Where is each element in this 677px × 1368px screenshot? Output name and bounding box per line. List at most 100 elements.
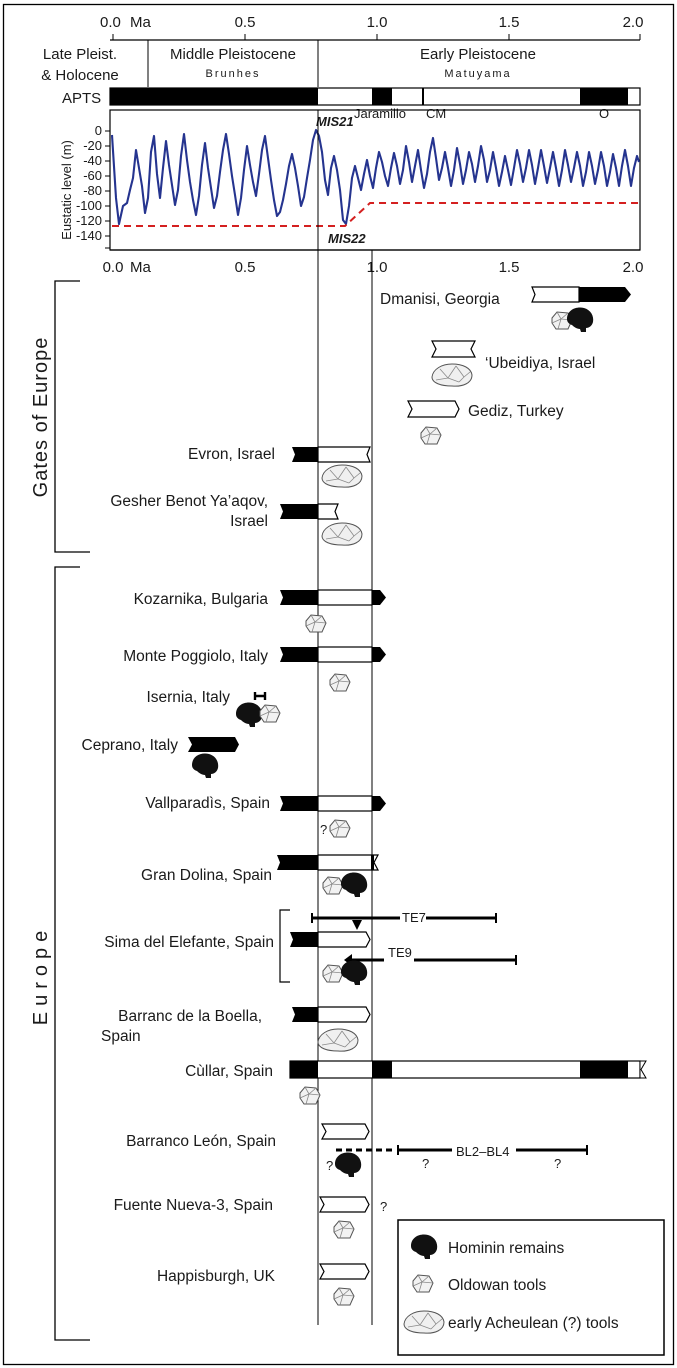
- oldowan-tool-icon: [420, 426, 442, 445]
- oldowan-tool-icon: [259, 704, 281, 723]
- site-monte-poggiolo: Monte Poggiolo, Italy: [123, 646, 386, 692]
- epoch-late-line1: Late Pleist.: [43, 46, 117, 63]
- chron-brunhes: Brunhes: [206, 68, 261, 80]
- hominin-skull-icon: [341, 872, 368, 897]
- acheulean-tool-icon: [431, 363, 473, 387]
- acheulean-tool-icon: [317, 1028, 359, 1052]
- site-sima-del-elefante: Sima del Elefante, Spain TE7 TE9: [104, 909, 517, 985]
- epoch-early: Early Pleistocene: [420, 46, 536, 63]
- eustatic-yticks: 0 -20 -40 -60 -80 -100 -120 -140: [76, 123, 110, 249]
- site-isernia: Isernia, Italy: [146, 689, 281, 727]
- epoch-middle: Middle Pleistocene: [170, 46, 296, 63]
- site-label: Gran Dolina, Spain: [141, 867, 272, 884]
- question-mark: ?: [554, 1156, 561, 1171]
- site-ceprano: Ceprano, Italy: [82, 737, 239, 778]
- top-tick-3: 1.5: [499, 14, 520, 31]
- site-label: Fuente Nueva-3, Spain: [114, 1197, 273, 1214]
- site-label: Happisburgh, UK: [157, 1268, 276, 1285]
- question-mark: ?: [320, 822, 327, 837]
- legend-acheulean: early Acheulean (?) tools: [448, 1315, 619, 1332]
- site-vallparadis: Vallparadìs, Spain ?: [145, 795, 386, 838]
- region-europe: Europe: [30, 925, 52, 1026]
- bottom-tick-4: 2.0: [623, 259, 644, 276]
- site-cullar: Cùllar, Spain: [185, 1060, 647, 1105]
- site-gran-dolina: Gran Dolina, Spain: [141, 854, 379, 897]
- hominin-skull-icon: [341, 960, 368, 985]
- top-tick-4: 2.0: [623, 14, 644, 31]
- site-gediz: Gediz, Turkey: [407, 400, 564, 445]
- bottom-tick-0: 0.0: [103, 259, 124, 276]
- site-label: Gediz, Turkey: [468, 403, 564, 420]
- oldowan-tool-icon: [333, 1287, 355, 1306]
- legend-hominin: Hominin remains: [448, 1240, 565, 1257]
- site-label: Isernia, Italy: [146, 689, 230, 706]
- acheulean-tool-icon: [321, 464, 363, 488]
- apts-label: APTS: [62, 90, 101, 107]
- question-mark: ?: [422, 1156, 429, 1171]
- gates-of-europe-bracket: Gates of Europe: [30, 280, 90, 553]
- top-tick-0: 0.0: [100, 14, 121, 31]
- site-ubeidiya: ‘Ubeidiya, Israel: [431, 340, 595, 387]
- site-label: Ceprano, Italy: [82, 737, 179, 754]
- site-label: ‘Ubeidiya, Israel: [485, 355, 595, 372]
- oldowan-tool-icon: [299, 1086, 321, 1105]
- site-barranc-de-la-boella: Barranc de la Boella, Spain: [101, 1006, 371, 1052]
- site-happisburgh: Happisburgh, UK: [157, 1263, 370, 1306]
- ytick-60: -60: [83, 168, 102, 183]
- acheulean-tool-icon: [321, 522, 363, 546]
- site-label: Kozarnika, Bulgaria: [134, 591, 269, 608]
- site-fuente-nueva-3: Fuente Nueva-3, Spain ?: [114, 1196, 387, 1239]
- site-evron: Evron, Israel: [188, 446, 371, 488]
- question-mark: ?: [380, 1199, 387, 1214]
- oldowan-tool-icon: [305, 614, 327, 633]
- epoch-header: Late Pleist. & Holocene Middle Pleistoce…: [41, 40, 536, 87]
- site-label-line2: Israel: [230, 513, 268, 530]
- bottom-tick-1: 0.5: [235, 259, 256, 276]
- range-label-te9: TE9: [388, 945, 412, 960]
- eustatic-curve: [110, 128, 640, 226]
- europe-bracket: Europe: [30, 566, 90, 1341]
- subchron-o: O: [599, 106, 609, 121]
- range-label-te7: TE7: [402, 910, 426, 925]
- top-tick-1: 0.5: [235, 14, 256, 31]
- site-label: Cùllar, Spain: [185, 1063, 273, 1080]
- hominin-skull-icon: [567, 307, 594, 332]
- site-dmanisi: Dmanisi, Georgia: [380, 286, 631, 332]
- site-label-line1: Gesher Benot Ya’aqov,: [110, 493, 268, 510]
- site-label-line2: Spain: [101, 1028, 141, 1045]
- site-label: Sima del Elefante, Spain: [104, 934, 274, 951]
- eustatic-threshold-dashed: [112, 202, 640, 227]
- site-label: Barranco León, Spain: [126, 1133, 276, 1150]
- legend-oldowan: Oldowan tools: [448, 1277, 546, 1294]
- bottom-axis-unit: Ma: [130, 259, 151, 276]
- acheulean-tool-icon: [403, 1310, 445, 1334]
- ytick-20: -20: [83, 138, 102, 153]
- figure-border: [2, 3, 675, 1366]
- site-label: Monte Poggiolo, Italy: [123, 648, 268, 665]
- ytick-120: -120: [76, 213, 102, 228]
- oldowan-tool-icon: [333, 1220, 355, 1239]
- top-tick-2: 1.0: [367, 14, 388, 31]
- site-label-line1: Barranc de la Boella,: [118, 1008, 262, 1025]
- oldowan-tool-icon: [412, 1274, 434, 1293]
- ytick-140: -140: [76, 228, 102, 243]
- mis22-label: MIS22: [328, 231, 366, 246]
- site-label: Dmanisi, Georgia: [380, 291, 500, 308]
- oldowan-tool-icon: [322, 876, 344, 895]
- hominin-skull-icon: [192, 753, 219, 778]
- ytick-0: 0: [95, 123, 102, 138]
- site-gesher-benot-yaaqov: Gesher Benot Ya’aqov, Israel: [110, 493, 363, 546]
- bottom-axis: 0.0 Ma 0.5 1.0 1.5 2.0: [103, 249, 644, 276]
- range-label-bl: BL2–BL4: [456, 1144, 510, 1159]
- oldowan-tool-icon: [329, 819, 351, 838]
- oldowan-tool-icon: [322, 964, 344, 983]
- top-axis-unit: Ma: [130, 14, 151, 31]
- top-axis: 0.0 Ma 0.5 1.0 1.5 2.0: [100, 14, 644, 41]
- site-label: Evron, Israel: [188, 446, 275, 463]
- site-kozarnika: Kozarnika, Bulgaria: [134, 589, 386, 633]
- subchron-cm: CM: [426, 106, 446, 121]
- hominin-skull-icon: [335, 1152, 362, 1177]
- subchron-jaramillo: Jaramillo: [354, 106, 406, 121]
- mis21-label: MIS21: [316, 114, 354, 129]
